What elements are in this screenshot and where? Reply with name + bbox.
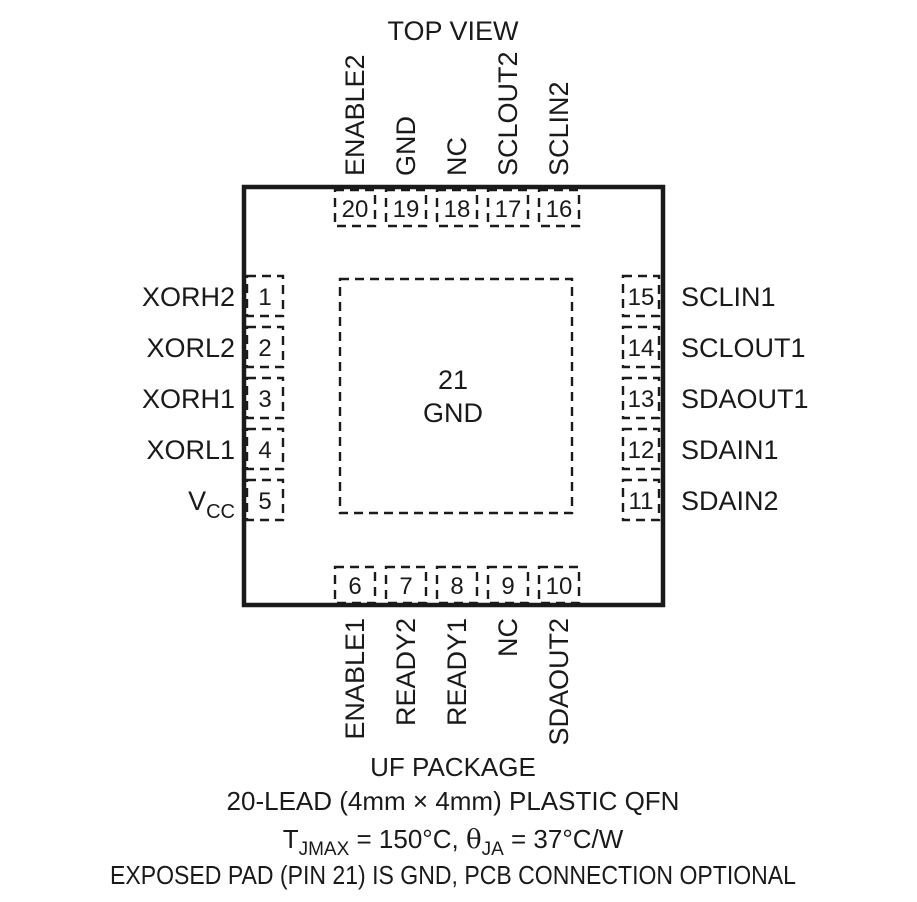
pin-name: XORH1 — [142, 384, 235, 414]
pin-number: 2 — [258, 335, 271, 362]
pin-pad — [245, 274, 285, 318]
pin-number: 7 — [399, 573, 412, 600]
pin-number: 8 — [450, 573, 463, 600]
pin-pad — [384, 565, 428, 605]
pin-number: 1 — [258, 284, 271, 311]
exposed-pad-note: EXPOSED PAD (PIN 21) IS GND, PCB CONNECT… — [110, 860, 796, 890]
pin-name: XORL1 — [146, 435, 235, 465]
pin-name: ENABLE2 — [340, 54, 370, 176]
pin-number: 13 — [628, 386, 655, 413]
pin-pad — [384, 188, 428, 228]
pin-number: 4 — [258, 437, 271, 464]
package-name: UF PACKAGE — [370, 752, 536, 782]
pin-name: READY1 — [442, 618, 472, 726]
pin-name: GND — [391, 116, 421, 176]
bottom-pin-group: 6 ENABLE1 7 READY2 8 READY1 9 NC 10 SDAO… — [333, 565, 581, 746]
pin-pad — [435, 188, 479, 228]
top-pin-group: 20 ENABLE2 19 GND 18 NC 17 SCLOUT2 16 SC… — [333, 51, 581, 228]
pin-pad — [537, 565, 581, 605]
pin-pad — [333, 188, 377, 228]
pin-pad — [245, 325, 285, 369]
pin-pad — [245, 427, 285, 471]
pin-number: 12 — [628, 437, 655, 464]
pin-pad — [245, 478, 285, 522]
right-pin-group: 15 SCLIN1 14 SCLOUT1 13 SDAOUT1 12 SDAIN… — [621, 274, 809, 522]
package-outline — [241, 184, 666, 608]
theta-symbol: θ — [466, 825, 482, 855]
diagram-title: TOP VIEW — [387, 16, 519, 46]
pin-name: XORL2 — [146, 333, 235, 363]
pin-pad — [537, 188, 581, 228]
exposed-pad — [338, 277, 574, 515]
pin-number: 20 — [342, 196, 369, 223]
pin-name: SCLIN1 — [681, 282, 776, 312]
pin-pad — [486, 565, 530, 605]
left-pin-group: 1 XORH2 2 XORL2 3 XORH1 4 XORL1 5 VCC — [142, 274, 285, 523]
pin-name: NC — [493, 618, 523, 657]
pin-number: 3 — [258, 386, 271, 413]
package-description: 20-LEAD (4mm × 4mm) PLASTIC QFN — [227, 786, 680, 816]
pin-pad — [245, 376, 285, 420]
vcc-main: V — [188, 486, 206, 516]
pin-name: SDAIN1 — [681, 435, 779, 465]
pin-pad — [621, 376, 661, 420]
pin-name: READY2 — [391, 618, 421, 726]
pin-name: SCLIN2 — [544, 81, 574, 176]
pin-pad — [621, 427, 661, 471]
pin-number: 19 — [393, 196, 420, 223]
theta-subscript: JA — [482, 839, 505, 860]
pin-pad — [621, 478, 661, 522]
exposed-pad-name: GND — [423, 398, 483, 428]
pin-name: SDAIN2 — [681, 486, 779, 516]
pin-name-vcc: VCC — [188, 486, 235, 523]
exposed-pad-number: 21 — [438, 365, 468, 395]
pin-number: 6 — [348, 573, 361, 600]
pin-pad — [486, 188, 530, 228]
pin-name: ENABLE1 — [340, 618, 370, 740]
pin-number: 15 — [628, 284, 655, 311]
pin-name: SCLOUT1 — [681, 333, 806, 363]
pin-number: 10 — [546, 573, 573, 600]
pin-name: SCLOUT2 — [493, 51, 523, 176]
pin-number: 17 — [495, 196, 522, 223]
tjmax-value: = 150°C, — [349, 824, 466, 854]
pin-name: SDAOUT2 — [544, 618, 574, 746]
pin-number: 14 — [628, 335, 655, 362]
pin-name: SDAOUT1 — [681, 384, 809, 414]
vcc-subscript: CC — [206, 501, 235, 523]
pin-number: 18 — [444, 196, 471, 223]
thermal-spec: TJMAX = 150°C, θJA = 37°C/W — [283, 824, 624, 860]
pin-pad — [333, 565, 377, 605]
pin-number: 16 — [546, 196, 573, 223]
pin-name: NC — [442, 137, 472, 176]
tjmax-symbol: T — [283, 824, 299, 854]
pin-pad — [621, 274, 661, 318]
theta-value: = 37°C/W — [504, 824, 624, 854]
pin-number: 11 — [629, 488, 654, 515]
pin-number: 9 — [501, 573, 514, 600]
pin-name: XORH2 — [142, 282, 235, 312]
tjmax-subscript: JMAX — [299, 839, 350, 860]
pin-pad — [621, 325, 661, 369]
pin-number: 5 — [258, 488, 271, 515]
pin-pad — [435, 565, 479, 605]
